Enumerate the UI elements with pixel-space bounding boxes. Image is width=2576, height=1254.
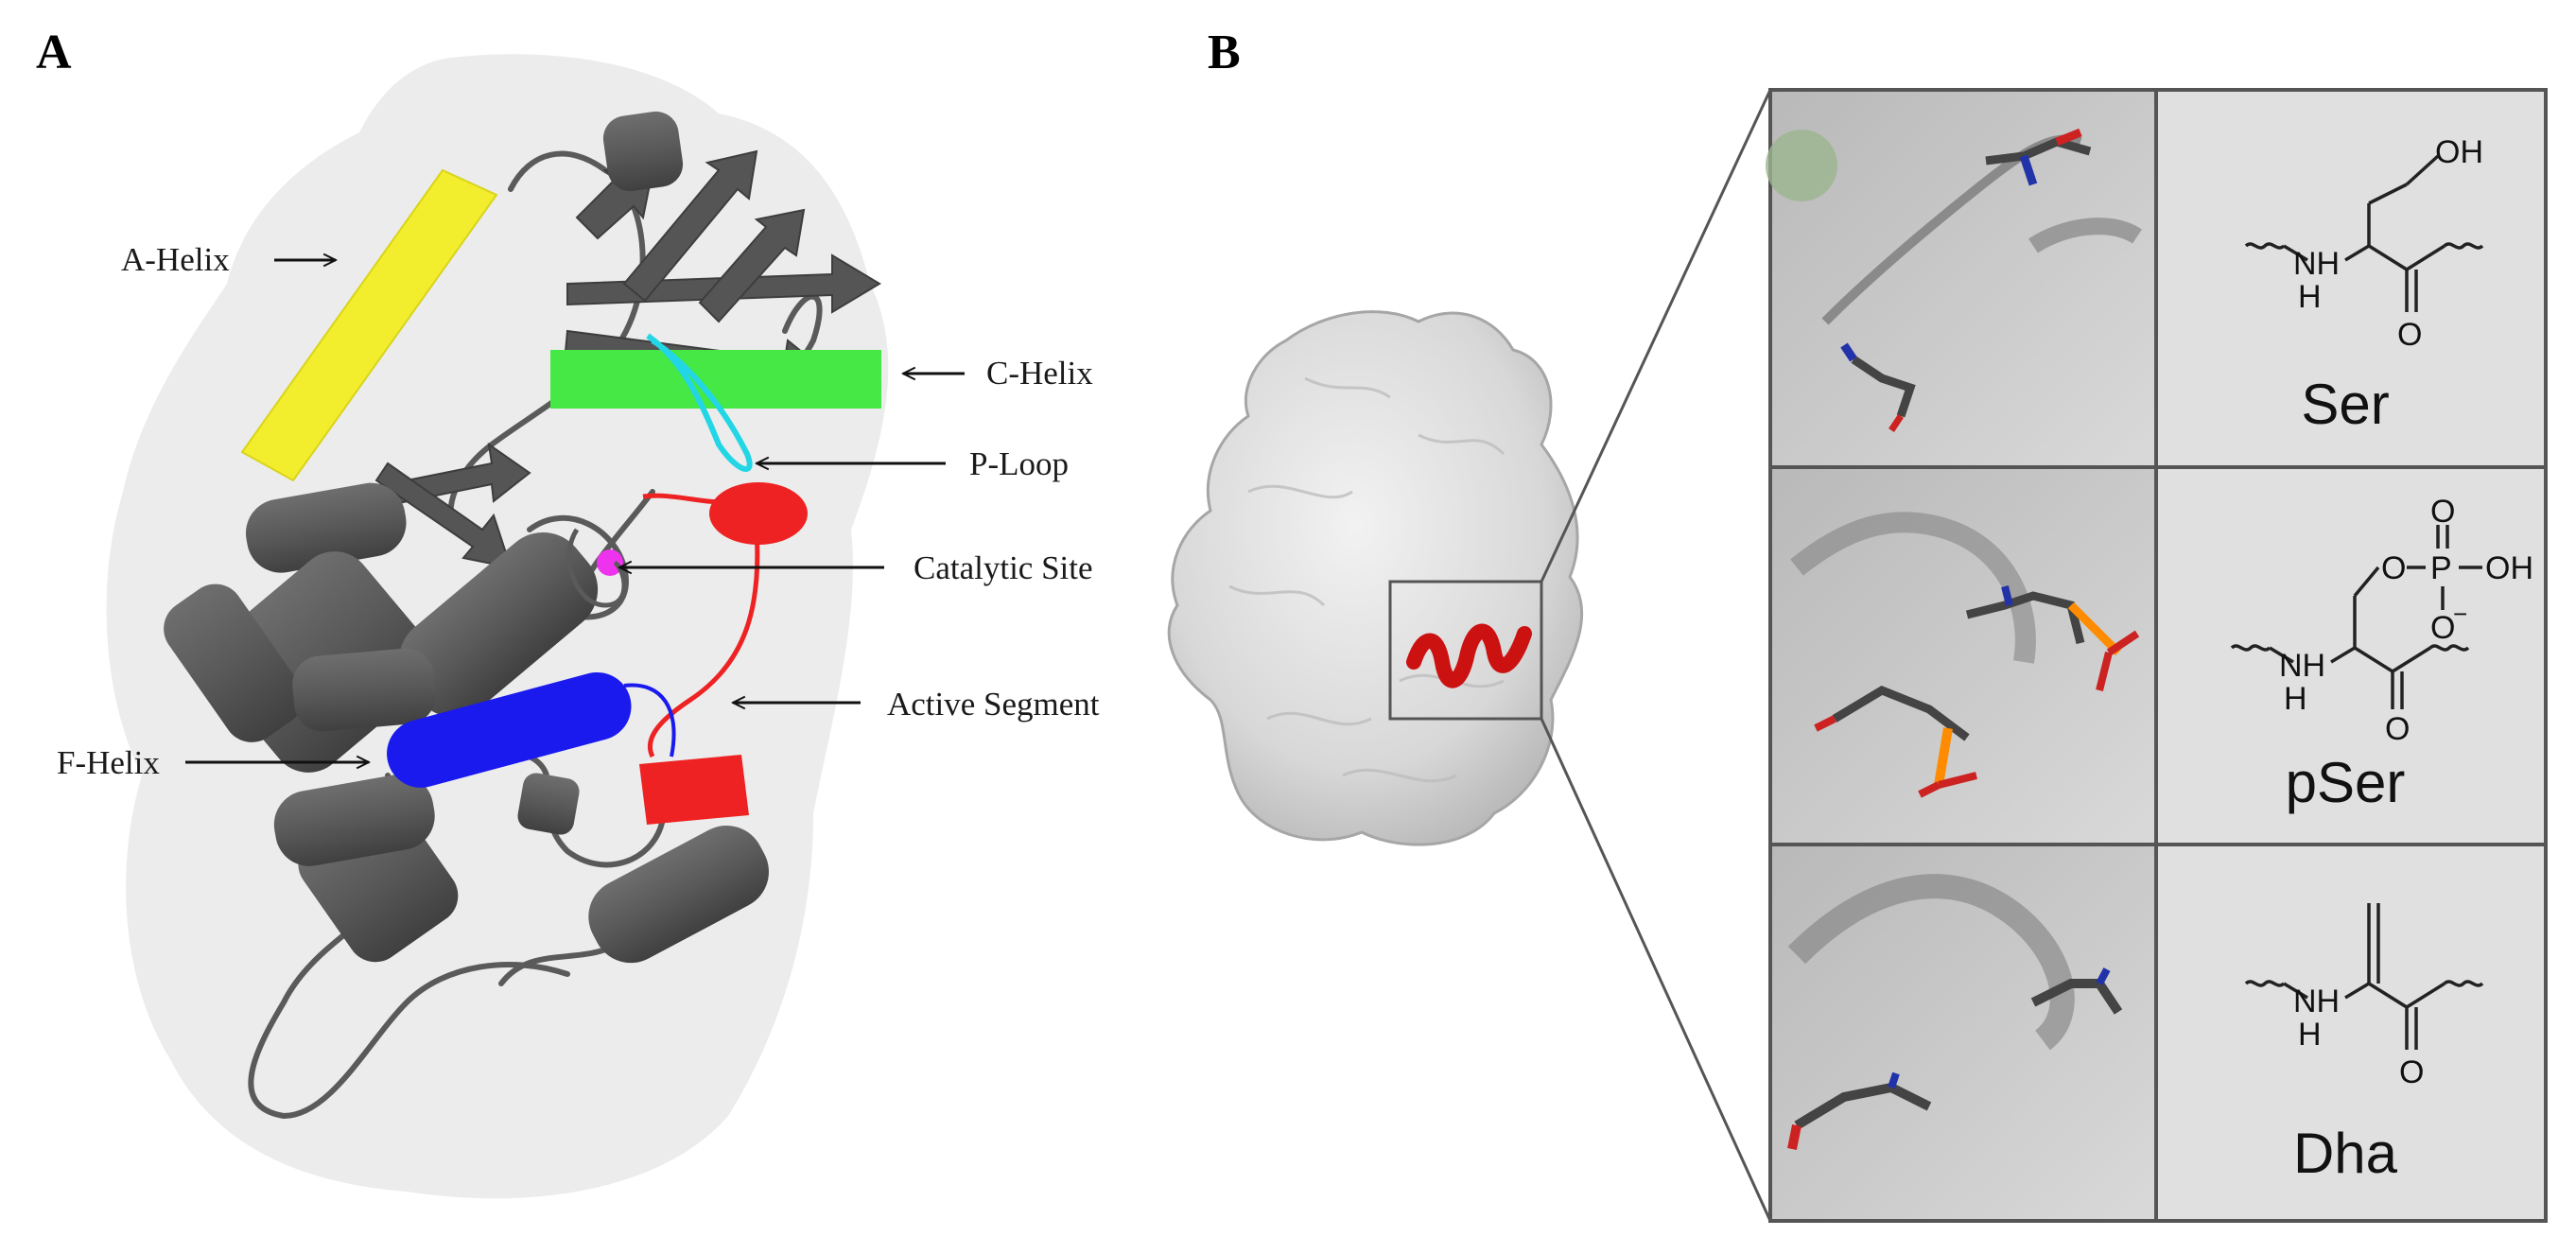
pser-atom-o-bottom: O — [2430, 610, 2455, 646]
p-loop — [646, 333, 753, 472]
pser-atom-p: P — [2430, 550, 2452, 586]
catalytic-loop — [566, 528, 627, 608]
dha-atom-h: H — [2298, 1017, 2322, 1053]
catalytic-site-label: Catalytic Site — [914, 549, 1093, 586]
zoom-box — [1388, 580, 1543, 721]
ser-atom-nh: NH — [2293, 246, 2340, 282]
active-segment-helix — [709, 482, 808, 545]
pser-structure — [2230, 525, 2482, 709]
structure-image-ser — [1772, 92, 2154, 466]
pser-atom-o: O — [2385, 711, 2410, 747]
ser-structure — [2244, 154, 2484, 312]
ser-atom-oh: OH — [2435, 134, 2483, 170]
a-helix-label: A-Helix — [121, 241, 230, 278]
panel-b-letter: B — [1208, 26, 1241, 79]
pser-atom-oh: OH — [2485, 550, 2533, 586]
ser-atom-o: O — [2397, 317, 2422, 353]
catalytic-site-dot — [597, 549, 623, 576]
dha-atom-nh: NH — [2293, 984, 2340, 1019]
panel-b: B — [1167, 26, 2548, 1223]
active-segment-label: Active Segment — [887, 686, 1100, 723]
f-helix-label: F-Helix — [57, 744, 160, 781]
a-helix-ribbon — [240, 168, 498, 482]
ser-render — [1766, 128, 2142, 432]
ser-atom-h: H — [2298, 279, 2322, 315]
dha-render — [1787, 874, 2123, 1150]
p-loop-label: P-Loop — [969, 445, 1069, 482]
pser-atom-nh: NH — [2279, 648, 2325, 684]
pser-atom-o-top: O — [2430, 494, 2455, 530]
dha-structure — [2244, 903, 2484, 1050]
panel-a: A — [36, 26, 1100, 1199]
grey-helices — [164, 111, 769, 964]
zoom-connector-bottom — [1540, 718, 1772, 1222]
pser-atom-charge: − — [2453, 600, 2467, 628]
active-segment-link — [623, 683, 676, 758]
panel-a-letter: A — [36, 26, 72, 79]
pser-atom-o-ester: O — [2381, 550, 2406, 586]
zoom-connector-top — [1540, 89, 1772, 583]
protein-surface-b — [1167, 310, 1584, 846]
pser-label: pSer — [2286, 751, 2406, 814]
surface-texture — [1228, 376, 1506, 783]
c-helix-label: C-Helix — [986, 355, 1093, 392]
dha-atom-o: O — [2399, 1054, 2424, 1090]
f-helix-cylinder — [387, 671, 632, 788]
dha-label: Dha — [2293, 1122, 2398, 1185]
pser-render — [1790, 512, 2140, 798]
ser-label: Ser — [2301, 373, 2389, 436]
pser-atom-h: H — [2284, 681, 2307, 717]
structure-image-dha — [1772, 846, 2154, 1219]
red-helix-highlight — [1406, 623, 1532, 688]
active-segment-box — [639, 755, 749, 825]
